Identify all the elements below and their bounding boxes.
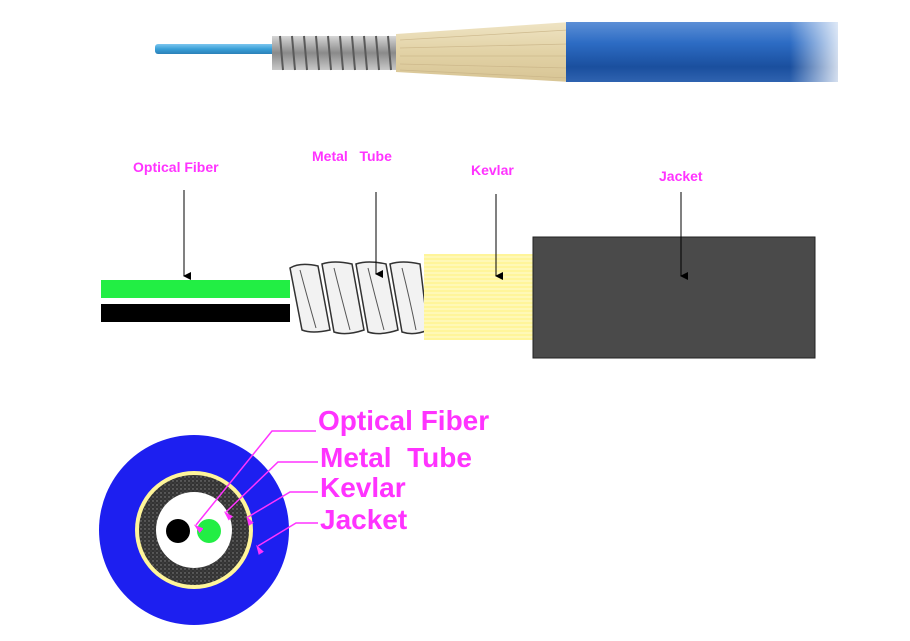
cs-label-fiber: Optical Fiber bbox=[318, 405, 489, 436]
cs-fiber-green bbox=[197, 519, 221, 543]
side-metal-tube bbox=[289, 261, 429, 335]
side-label-tube: Metal Tube bbox=[312, 148, 392, 164]
cs-label-jacket: Jacket bbox=[320, 504, 407, 535]
side-label-kevlar: Kevlar bbox=[471, 162, 514, 178]
photo-metal-tube bbox=[272, 35, 402, 71]
cable-photo bbox=[155, 18, 850, 88]
cross-section: Optical Fiber Metal Tube Kevlar Jacket bbox=[99, 405, 489, 625]
cs-leader-fiber bbox=[193, 430, 316, 534]
cs-leader-jacket bbox=[256, 522, 318, 555]
cs-fiber-black bbox=[166, 519, 190, 543]
side-fiber-black bbox=[101, 304, 306, 322]
side-jacket bbox=[532, 236, 816, 359]
side-view: Optical Fiber Metal Tube Kevlar Jacket bbox=[101, 148, 816, 359]
cs-leader-tube bbox=[223, 461, 318, 521]
side-label-jacket: Jacket bbox=[659, 168, 703, 184]
photo-fiber bbox=[155, 44, 280, 54]
side-fiber-green bbox=[101, 280, 306, 298]
side-label-fiber: Optical Fiber bbox=[133, 159, 219, 175]
cs-label-kevlar: Kevlar bbox=[320, 472, 406, 503]
cs-label-tube: Metal Tube bbox=[320, 442, 472, 473]
photo-kevlar bbox=[396, 22, 570, 82]
cs-leader-kevlar bbox=[246, 491, 318, 526]
side-kevlar bbox=[424, 254, 536, 340]
